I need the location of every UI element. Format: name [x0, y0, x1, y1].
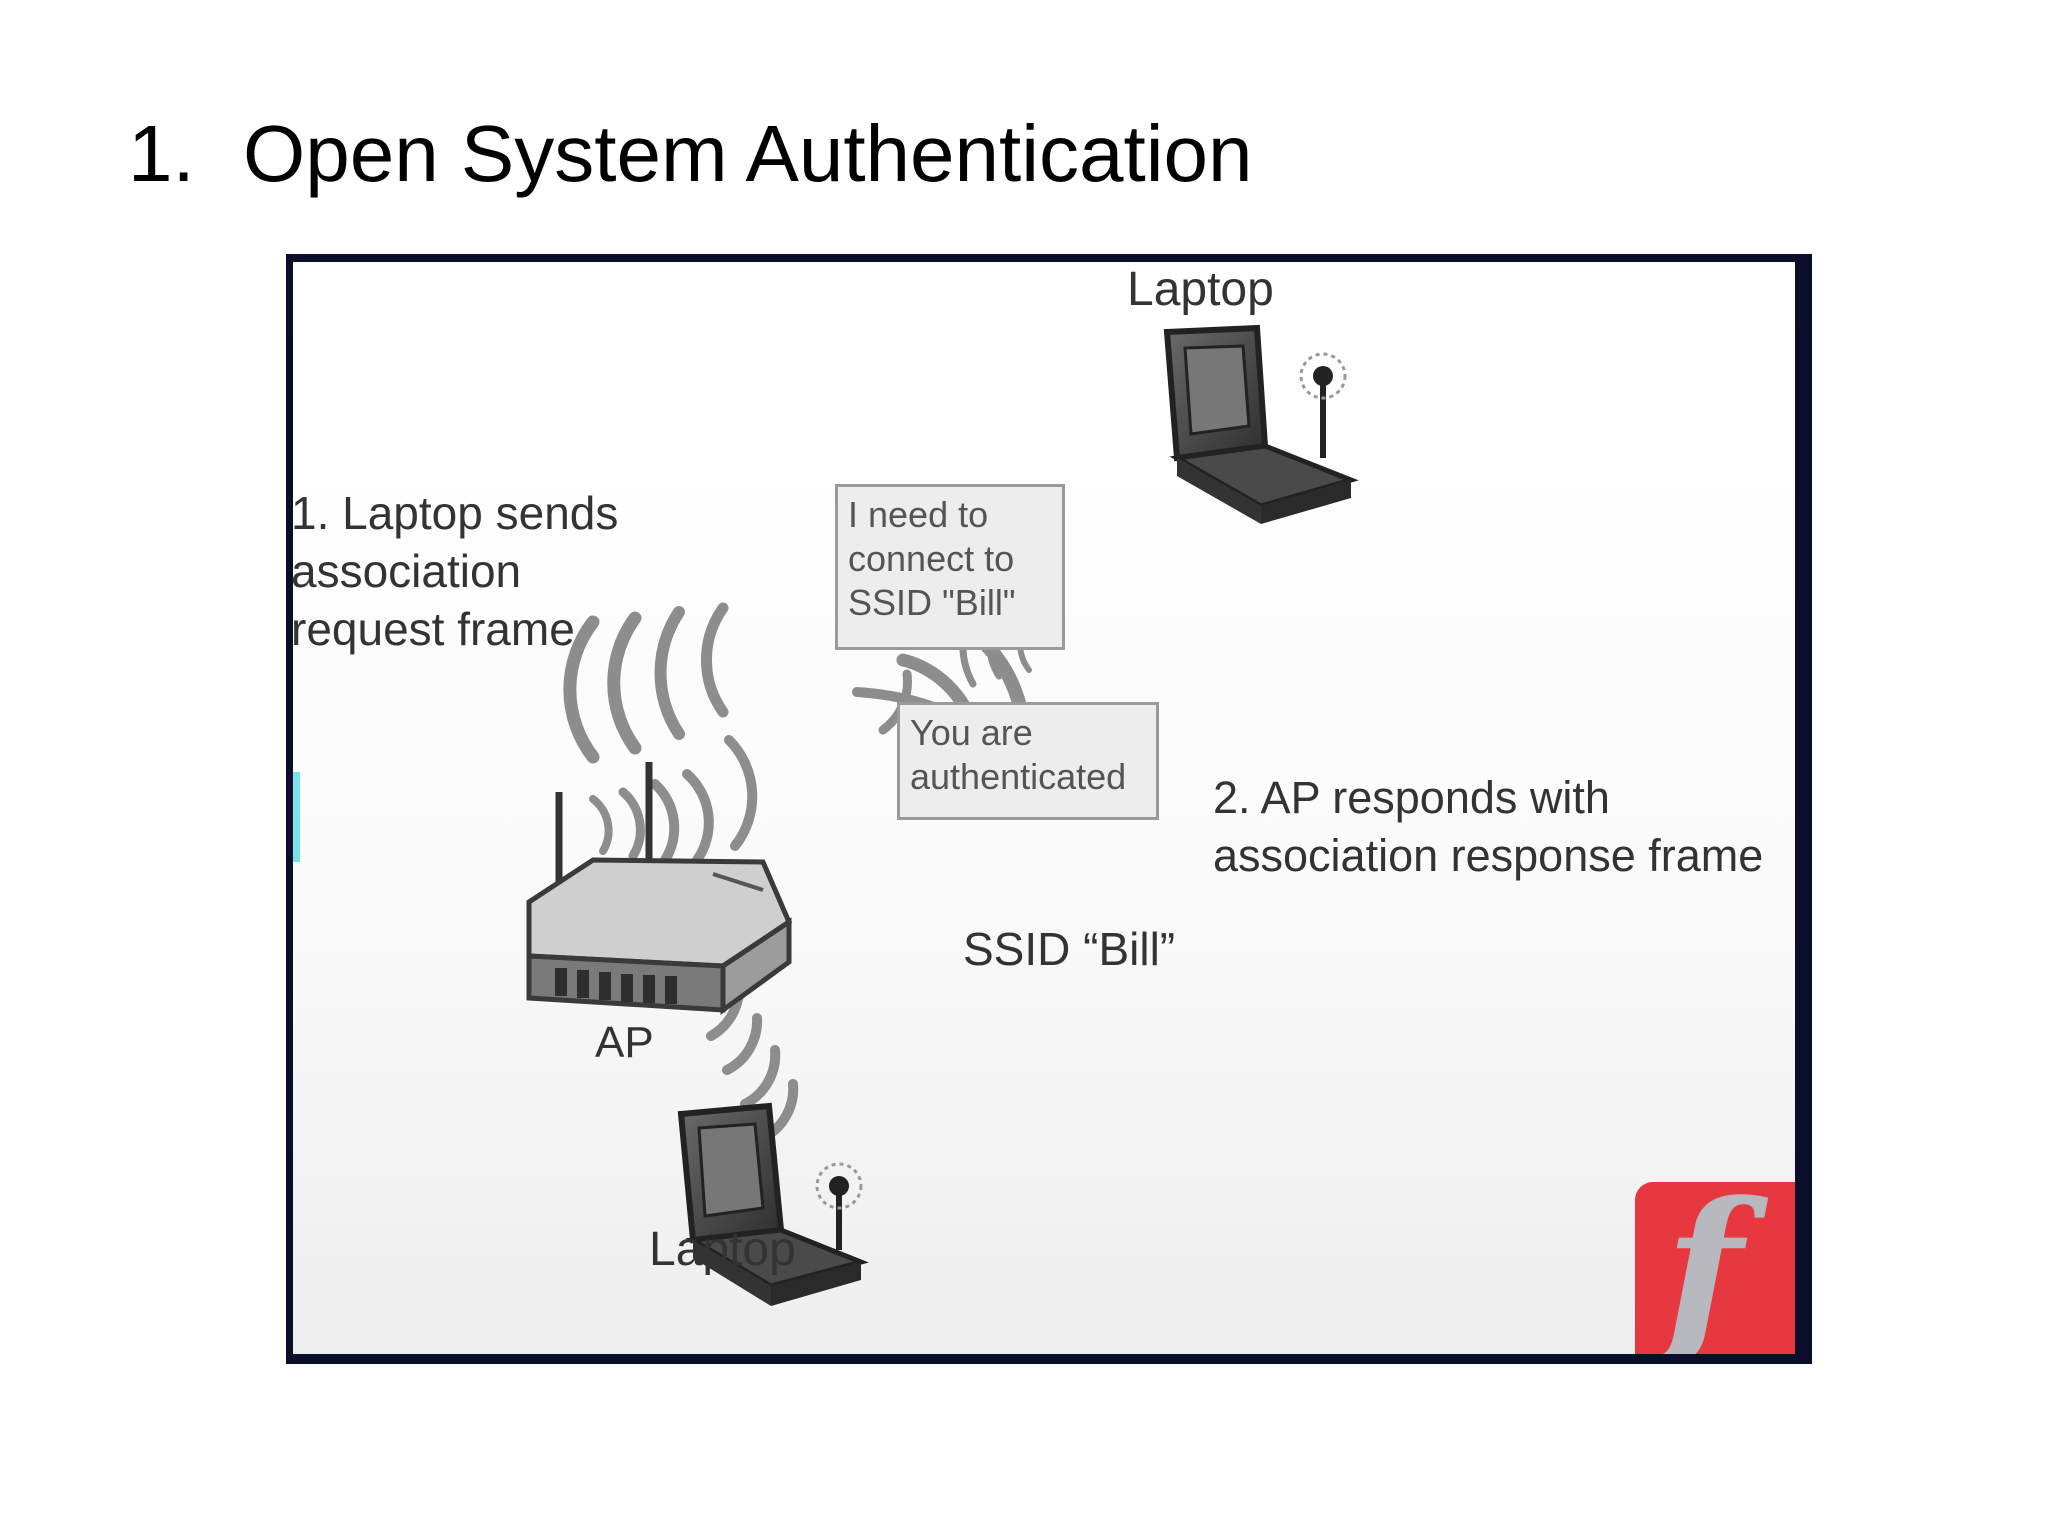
- logo-glyph: f: [1665, 1182, 1743, 1354]
- step1-label: 1. Laptop sends association request fram…: [291, 487, 619, 655]
- access-point-icon: [526, 762, 793, 1015]
- ssid-label: SSID “Bill”: [963, 923, 1176, 975]
- channel-logo: f: [1635, 1182, 1795, 1354]
- ap-label: AP: [595, 1018, 654, 1067]
- frame-streak: [293, 772, 300, 862]
- top-laptop-icon: [1163, 324, 1359, 524]
- response-callout: You are authenticated: [897, 702, 1159, 820]
- bottom-laptop-icon: [677, 1102, 869, 1306]
- step2-label-line1: 2. AP responds with: [1213, 772, 1610, 823]
- slide-title: 1. Open System Authentication: [128, 108, 1253, 200]
- top-laptop-label: Laptop: [1127, 263, 1274, 316]
- slide-number: 1.: [128, 109, 195, 198]
- request-callout: I need to connect to SSID "Bill": [835, 484, 1065, 650]
- request-waves: [563, 602, 1032, 764]
- diagram-figure: 1. Laptop sends association request fram…: [286, 254, 1812, 1364]
- bottom-laptop-label: Laptop: [649, 1223, 796, 1276]
- slide-title-text: Open System Authentication: [243, 109, 1253, 198]
- step2-label-line2: association response frame: [1213, 830, 1764, 881]
- diagram-canvas: 1. Laptop sends association request fram…: [291, 262, 1795, 1354]
